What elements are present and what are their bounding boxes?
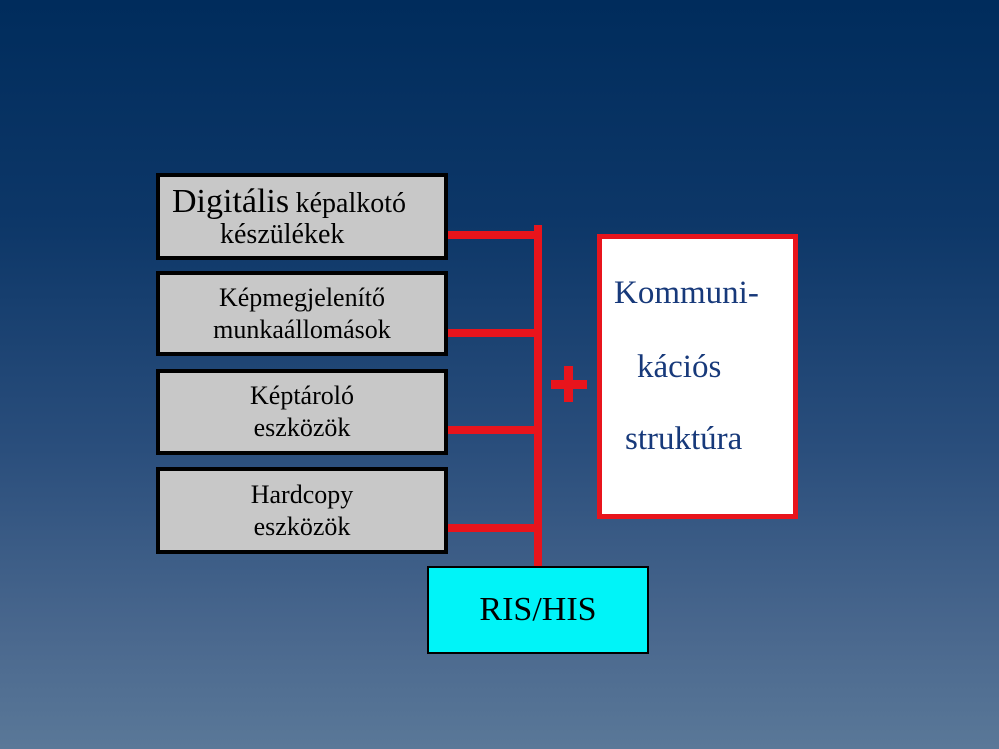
- comm-label-line2: kációs: [637, 349, 722, 385]
- device-label-line1: Digitális képalkotó: [160, 182, 444, 220]
- device-box-digital-imaging: Digitális képalkotó készülékek: [156, 173, 448, 260]
- connector-branch-3: [448, 426, 542, 434]
- device-box-hardcopy: Hardcopy eszközök: [156, 467, 448, 554]
- comm-label-line1: Kommuni-: [614, 275, 759, 311]
- connector-branch-2: [448, 329, 542, 337]
- device-label-line2: eszközök: [253, 413, 351, 442]
- device-label-small: képalkotó: [295, 187, 407, 219]
- device-box-image-storage: Képtároló eszközök: [156, 369, 448, 455]
- ris-his-box: RIS/HIS: [427, 566, 649, 654]
- device-label-big: Digitális: [172, 182, 290, 220]
- connector-bus-vertical: [534, 225, 542, 568]
- connector-branch-1: [448, 231, 542, 239]
- connector-branch-4: [448, 524, 542, 532]
- communication-structure-box: Kommuni- kációs struktúra: [597, 234, 798, 519]
- device-label-line1: Képmegjelenítő: [218, 282, 386, 312]
- plus-icon-bar: [551, 380, 587, 389]
- device-label-line2: eszközök: [253, 511, 351, 541]
- device-box-display-workstations: Képmegjelenítő munkaállomások: [156, 271, 448, 356]
- device-label-line2: készülékek: [220, 218, 345, 250]
- device-label-line1: Képtároló: [250, 381, 354, 410]
- ris-his-label: RIS/HIS: [479, 591, 597, 628]
- comm-label-line3: struktúra: [625, 421, 743, 457]
- device-label-line1: Hardcopy: [250, 479, 354, 509]
- device-label-line2: munkaállomások: [213, 314, 391, 344]
